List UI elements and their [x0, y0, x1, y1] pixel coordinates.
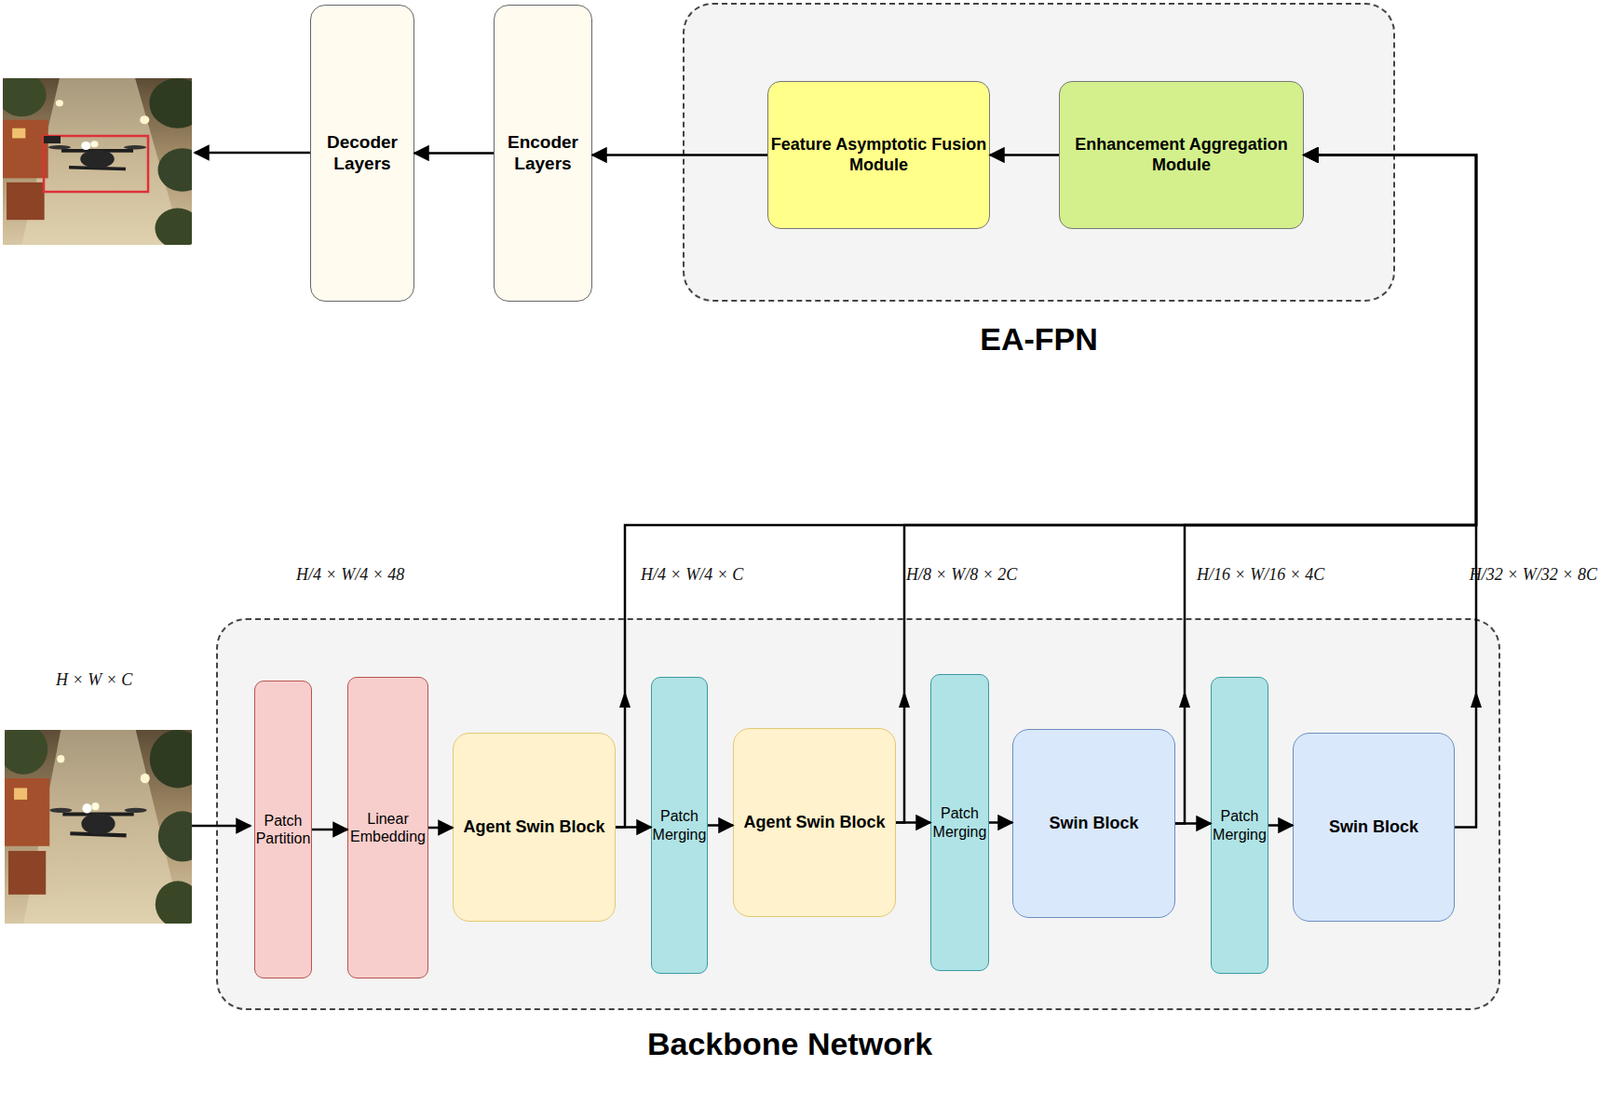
box-label: Encoder Layers — [494, 132, 592, 176]
box-label: Patch Partition — [254, 812, 313, 848]
flow-arrow — [592, 153, 768, 157]
flow-arrow — [1303, 155, 1477, 828]
flow-arrow — [615, 826, 651, 829]
box-label: Feature Asymptotic Fusion Module — [768, 135, 990, 176]
flow-arrow — [895, 821, 931, 825]
output-image — [0, 73, 207, 249]
group-heading: EA-FPN — [977, 320, 1100, 359]
box-label: Enhancement Aggregation Module — [1059, 135, 1303, 176]
dimension-label: H × W × C — [55, 670, 133, 691]
module-group: EA-FPNFeature Asymptotic Fusion ModuleEn… — [682, 2, 1396, 302]
tap-arrowhead — [619, 691, 631, 708]
embedding-box: Linear Embedding — [347, 677, 429, 979]
agent-swin-block: Agent Swin Block — [732, 728, 896, 918]
dimension-label: H/32 × W/32 × 8C — [1469, 565, 1598, 585]
tap-arrowhead — [1179, 691, 1191, 708]
box-label: Swin Block — [1327, 817, 1421, 839]
flow-arrow — [1175, 822, 1211, 826]
output-arrow — [194, 151, 311, 155]
flow-arrow — [311, 828, 348, 832]
box-label: Decoder Layers — [311, 132, 414, 176]
dimension-label: H/4 × W/4 × 48 — [296, 565, 405, 585]
box-label: Patch Merging — [1210, 807, 1269, 843]
group-heading: Backbone Network — [645, 1025, 935, 1064]
flow-arrow — [428, 827, 453, 830]
detection-tag — [43, 135, 61, 144]
aggregation-module: Enhancement Aggregation Module — [1058, 81, 1304, 230]
box-label: Agent Swin Block — [461, 817, 607, 839]
flow-arrow — [1175, 155, 1477, 825]
box-label: Swin Block — [1046, 813, 1140, 835]
box-label: Patch Merging — [650, 807, 709, 843]
partition-box: Patch Partition — [254, 680, 312, 979]
tap-arrowhead — [1470, 691, 1482, 708]
dimension-label: H/4 × W/4 × C — [640, 565, 744, 585]
tap-arrowheads — [619, 691, 1482, 708]
box-label: Agent Swin Block — [741, 813, 887, 834]
flow-arrow — [989, 153, 1059, 157]
backbone-group: Backbone NetworkPatch PartitionLinear Em… — [216, 618, 1501, 1011]
swin-block: Swin Block — [1292, 732, 1455, 923]
dimension-label: H/16 × W/16 × 4C — [1196, 565, 1325, 585]
input-image — [0, 724, 207, 928]
box-label: Linear Embedding — [348, 810, 428, 846]
flow-arrow — [895, 155, 1477, 824]
decoder-box: Decoder Layers — [310, 4, 415, 302]
flow-arrow — [707, 824, 733, 828]
merging-box: Patch Merging — [650, 677, 708, 975]
encoder-box: Encoder Layers — [493, 4, 593, 302]
tap-arrowhead — [898, 691, 910, 708]
flow-arrow — [989, 821, 1013, 825]
agent-swin-block: Agent Swin Block — [452, 732, 616, 923]
input-arrow — [191, 825, 251, 828]
box-label: Patch Merging — [931, 804, 990, 841]
flow-arrow — [615, 155, 1477, 828]
merging-box: Patch Merging — [1210, 677, 1269, 975]
dimension-label: H/8 × W/8 × 2C — [906, 565, 1017, 585]
merging-box: Patch Merging — [930, 674, 990, 972]
fusion-module: Feature Asymptotic Fusion Module — [767, 81, 990, 230]
detection-box — [43, 135, 149, 192]
flow-arrow — [414, 151, 494, 155]
flow-arrow — [1268, 824, 1293, 828]
swin-block: Swin Block — [1012, 729, 1176, 919]
